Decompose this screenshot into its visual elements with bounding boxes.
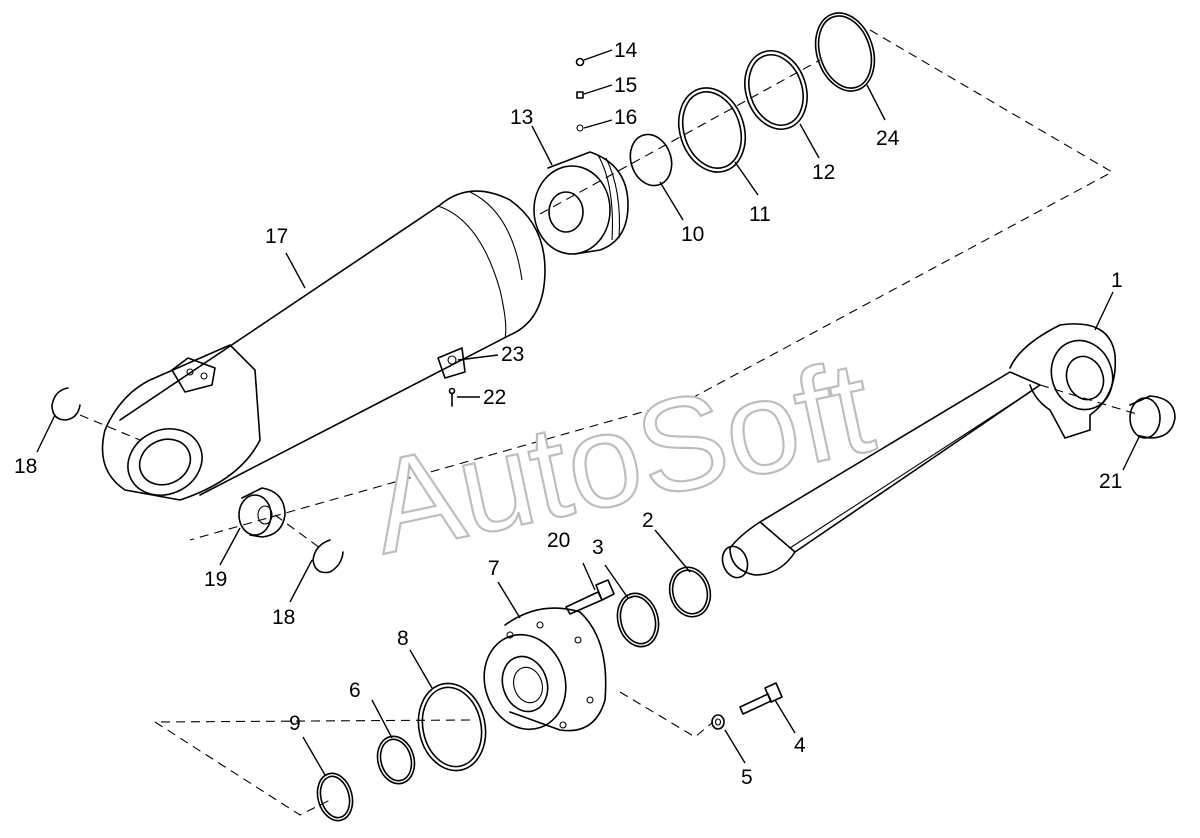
fittings-14-15-16 — [575, 57, 585, 132]
bolt-20 — [565, 579, 615, 615]
callout-3: 3 — [592, 536, 604, 559]
bushing-21 — [1129, 395, 1176, 439]
callout-18-left: 18 — [14, 455, 37, 478]
cylinder-barrel-17 — [101, 190, 546, 501]
callout-leader-lines — [36, 49, 1141, 776]
callout-numbers: 1 2 3 4 5 6 7 8 9 10 11 12 13 14 15 16 1… — [14, 39, 1123, 789]
fittings-22-23 — [448, 387, 456, 407]
callout-15: 15 — [614, 74, 637, 97]
piston-rod-1 — [721, 323, 1117, 579]
piston-13 — [533, 151, 629, 255]
callout-2: 2 — [642, 509, 654, 532]
callout-11: 11 — [749, 203, 771, 226]
callout-6: 6 — [349, 679, 361, 702]
seal-rings-top — [629, 12, 876, 187]
callout-14: 14 — [614, 39, 638, 62]
callout-13: 13 — [510, 106, 533, 129]
callout-4: 4 — [794, 734, 806, 757]
cylinder-head-7 — [483, 607, 607, 732]
callout-10: 10 — [681, 223, 704, 246]
callout-19: 19 — [204, 568, 227, 591]
callout-8: 8 — [397, 627, 409, 650]
callout-18-bottom: 18 — [272, 606, 295, 629]
callout-22: 22 — [483, 386, 506, 409]
callout-17: 17 — [265, 225, 288, 248]
callout-16: 16 — [614, 106, 637, 129]
snap-rings-18 — [51, 387, 344, 574]
callout-20: 20 — [547, 529, 570, 552]
seal-rings-bottom — [316, 566, 712, 822]
callout-9: 9 — [289, 712, 301, 735]
callout-1: 1 — [1111, 269, 1123, 292]
callout-5: 5 — [741, 766, 753, 789]
callout-21: 21 — [1099, 470, 1122, 493]
bushing-19 — [238, 487, 286, 538]
callout-24: 24 — [876, 127, 900, 150]
callout-12: 12 — [812, 161, 835, 184]
bolt-4-washer-5 — [711, 682, 783, 730]
callout-23: 23 — [501, 343, 524, 366]
callout-7: 7 — [488, 557, 500, 580]
